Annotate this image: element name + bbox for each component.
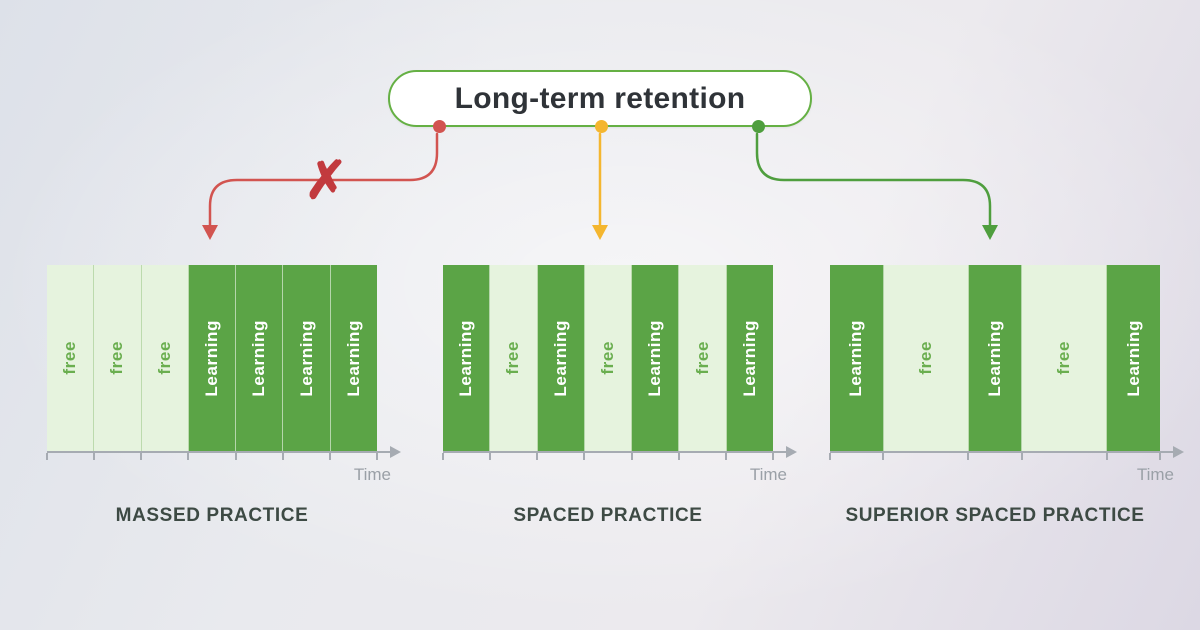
learning-segment: Learning	[830, 265, 884, 451]
axis-tick	[882, 453, 885, 460]
learning-segment: Learning	[330, 265, 377, 451]
axis-tick	[281, 453, 284, 460]
axis-arrowhead-icon	[390, 446, 401, 458]
segment-label: Learning	[343, 319, 363, 397]
axis-tick	[489, 453, 492, 460]
time-axis	[443, 446, 797, 458]
page-title: Long-term retention	[454, 81, 746, 115]
segment-label: free	[1054, 341, 1074, 375]
superior-arrowhead-icon	[982, 225, 998, 240]
axis-tick	[630, 453, 633, 460]
axis-tick	[967, 453, 970, 460]
time-label: Time	[749, 465, 787, 484]
segment-label: free	[915, 341, 935, 375]
axis-arrowhead-icon	[1173, 446, 1184, 458]
free-segment: free	[883, 265, 969, 451]
axis-tick	[46, 453, 48, 460]
learning-segment: Learning	[236, 265, 284, 451]
segment-label: free	[503, 341, 523, 375]
segment-label: Learning	[296, 319, 316, 397]
bar-track: free free free Learning Learning Learning Lear…	[47, 265, 377, 451]
segment-label: Learning	[984, 319, 1004, 397]
superior-spaced-practice-chart: Learning free Learning free Learning Time SU…	[829, 265, 1184, 526]
axis-ticks	[46, 453, 378, 461]
axis-tick	[583, 453, 586, 460]
axis-tick	[140, 453, 143, 460]
massed-connector-dot	[433, 120, 446, 133]
learning-segment: Learning	[537, 265, 585, 451]
segment-label: free	[154, 341, 174, 375]
learning-segment: Learning	[1107, 265, 1160, 451]
segment-label: free	[60, 341, 80, 375]
axis-tick	[234, 453, 237, 460]
learning-segment: Learning	[283, 265, 331, 451]
axis-tick	[724, 453, 727, 460]
superior-connector-dot	[752, 120, 765, 133]
segment-label: Learning	[645, 319, 665, 397]
axis-tick	[829, 453, 831, 460]
axis-ticks	[829, 453, 1161, 461]
free-segment: free	[584, 265, 633, 451]
free-segment: free	[679, 265, 727, 451]
massed-practice-chart: free free free Learning Learning Learning Lear…	[46, 265, 401, 526]
time-axis	[47, 446, 401, 458]
axis-tick	[187, 453, 190, 460]
massed-arrowhead-icon	[202, 225, 218, 240]
axis-tick	[772, 453, 774, 460]
bar-track: Learning free Learning free Learning free Lear…	[443, 265, 773, 451]
segment-label: free	[597, 341, 617, 375]
segment-label: Learning	[846, 319, 866, 397]
axis-tick	[536, 453, 539, 460]
free-segment: free	[94, 265, 142, 451]
axis-tick	[1159, 453, 1161, 460]
learning-segment: Learning	[968, 265, 1023, 451]
free-segment: free	[141, 265, 189, 451]
axis-tick	[1105, 453, 1108, 460]
free-segment: free	[47, 265, 95, 451]
free-segment: free	[1022, 265, 1108, 451]
segment-label: Learning	[550, 319, 570, 397]
axis-tick	[376, 453, 378, 460]
chart-caption: SUPERIOR SPACED PRACTICE	[845, 505, 1145, 526]
chart-caption: MASSED PRACTICE	[115, 505, 309, 526]
axis-tick	[1020, 453, 1023, 460]
learning-segment: Learning	[188, 265, 237, 451]
segment-label: Learning	[739, 319, 759, 397]
segment-label: Learning	[249, 319, 269, 397]
time-label: Time	[1136, 465, 1174, 484]
rejected-x-icon: ✗	[304, 150, 348, 211]
segment-label: Learning	[1123, 319, 1143, 397]
axis-arrowhead-icon	[786, 446, 797, 458]
axis-tick	[677, 453, 680, 460]
spaced-connector-dot	[595, 120, 608, 133]
axis-tick	[93, 453, 96, 460]
spaced-practice-chart: Learning free Learning free Learning free Lear…	[442, 265, 797, 526]
time-label: Time	[353, 465, 391, 484]
superior-arrow-line	[755, 132, 992, 228]
free-segment: free	[490, 265, 538, 451]
spaced-arrowhead-icon	[592, 225, 608, 240]
segment-label: Learning	[456, 319, 476, 397]
learning-segment: Learning	[632, 265, 680, 451]
bar-track: Learning free Learning free Learning	[830, 265, 1160, 451]
segment-label: Learning	[201, 319, 221, 397]
axis-tick	[328, 453, 331, 460]
segment-label: free	[692, 341, 712, 375]
segment-label: free	[107, 341, 127, 375]
axis-tick	[442, 453, 444, 460]
time-axis	[830, 446, 1184, 458]
learning-segment: Learning	[726, 265, 773, 451]
title-pill: Long-term retention	[388, 70, 812, 133]
axis-ticks	[442, 453, 774, 461]
chart-caption: SPACED PRACTICE	[513, 505, 703, 526]
learning-segment: Learning	[443, 265, 491, 451]
